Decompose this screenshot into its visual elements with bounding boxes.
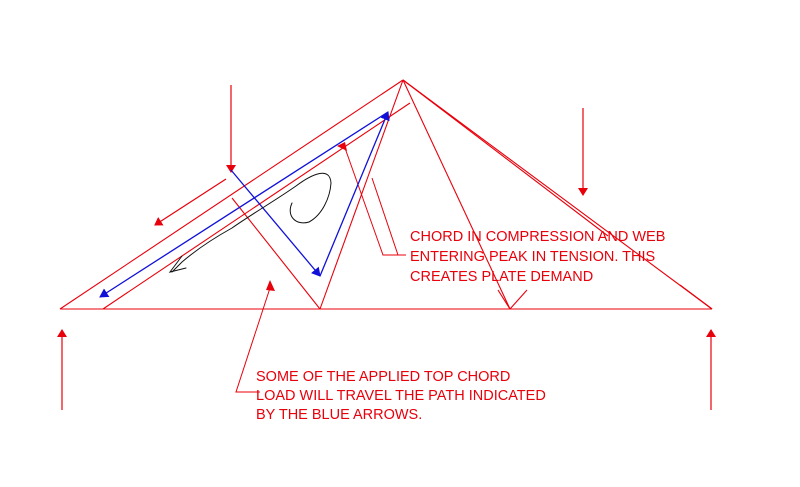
sketch-arrow-curve	[171, 172, 332, 273]
bottom-chord-tick-1	[497, 289, 511, 310]
leader-arrowhead	[266, 280, 275, 291]
sketch-arrowhead	[168, 255, 187, 273]
load-path-web-arrow	[319, 111, 390, 277]
hand-sketch	[168, 172, 332, 273]
compression-note-leader-1	[344, 147, 406, 256]
compression-note: CHORD IN COMPRESSION AND WEB ENTERING PE…	[410, 229, 669, 285]
right-web	[402, 79, 609, 237]
leader-arrowhead	[337, 142, 347, 151]
compression-note-line-1: CHORD IN COMPRESSION AND WEB	[410, 229, 665, 245]
bottom-chord-tick-2	[509, 289, 528, 310]
note-leaders	[235, 147, 406, 393]
load-path-note-line-1: SOME OF THE APPLIED TOP CHORD	[256, 369, 510, 385]
load-path-arrows	[99, 111, 390, 298]
compression-note-leader-2	[371, 177, 406, 256]
chord-compression-arrow	[154, 178, 227, 226]
truss-frame	[59, 79, 713, 310]
load-path-note: SOME OF THE APPLIED TOP CHORD LOAD WILL …	[256, 369, 550, 423]
load-path-diagonal-arrow	[230, 169, 321, 277]
compression-note-line-2: ENTERING PEAK IN TENSION. THIS	[410, 249, 655, 265]
compression-note-line-3: CREATES PLATE DEMAND	[410, 269, 593, 285]
right-top-chord	[402, 79, 713, 310]
load-path-note-line-2: LOAD WILL TRAVEL THE PATH INDICATED	[256, 388, 546, 404]
left-top-chord-inner	[102, 102, 411, 310]
left-top-chord	[59, 79, 404, 310]
inner-web-right	[402, 79, 511, 310]
load-arrows	[57, 85, 716, 410]
inner-web-left	[231, 197, 321, 310]
bottom-chord-tick-3	[679, 284, 713, 310]
load-path-note-leader	[235, 287, 271, 393]
load-path-chord-arrow	[99, 111, 389, 298]
load-path-note-line-3: BY THE BLUE ARROWS.	[256, 407, 422, 423]
